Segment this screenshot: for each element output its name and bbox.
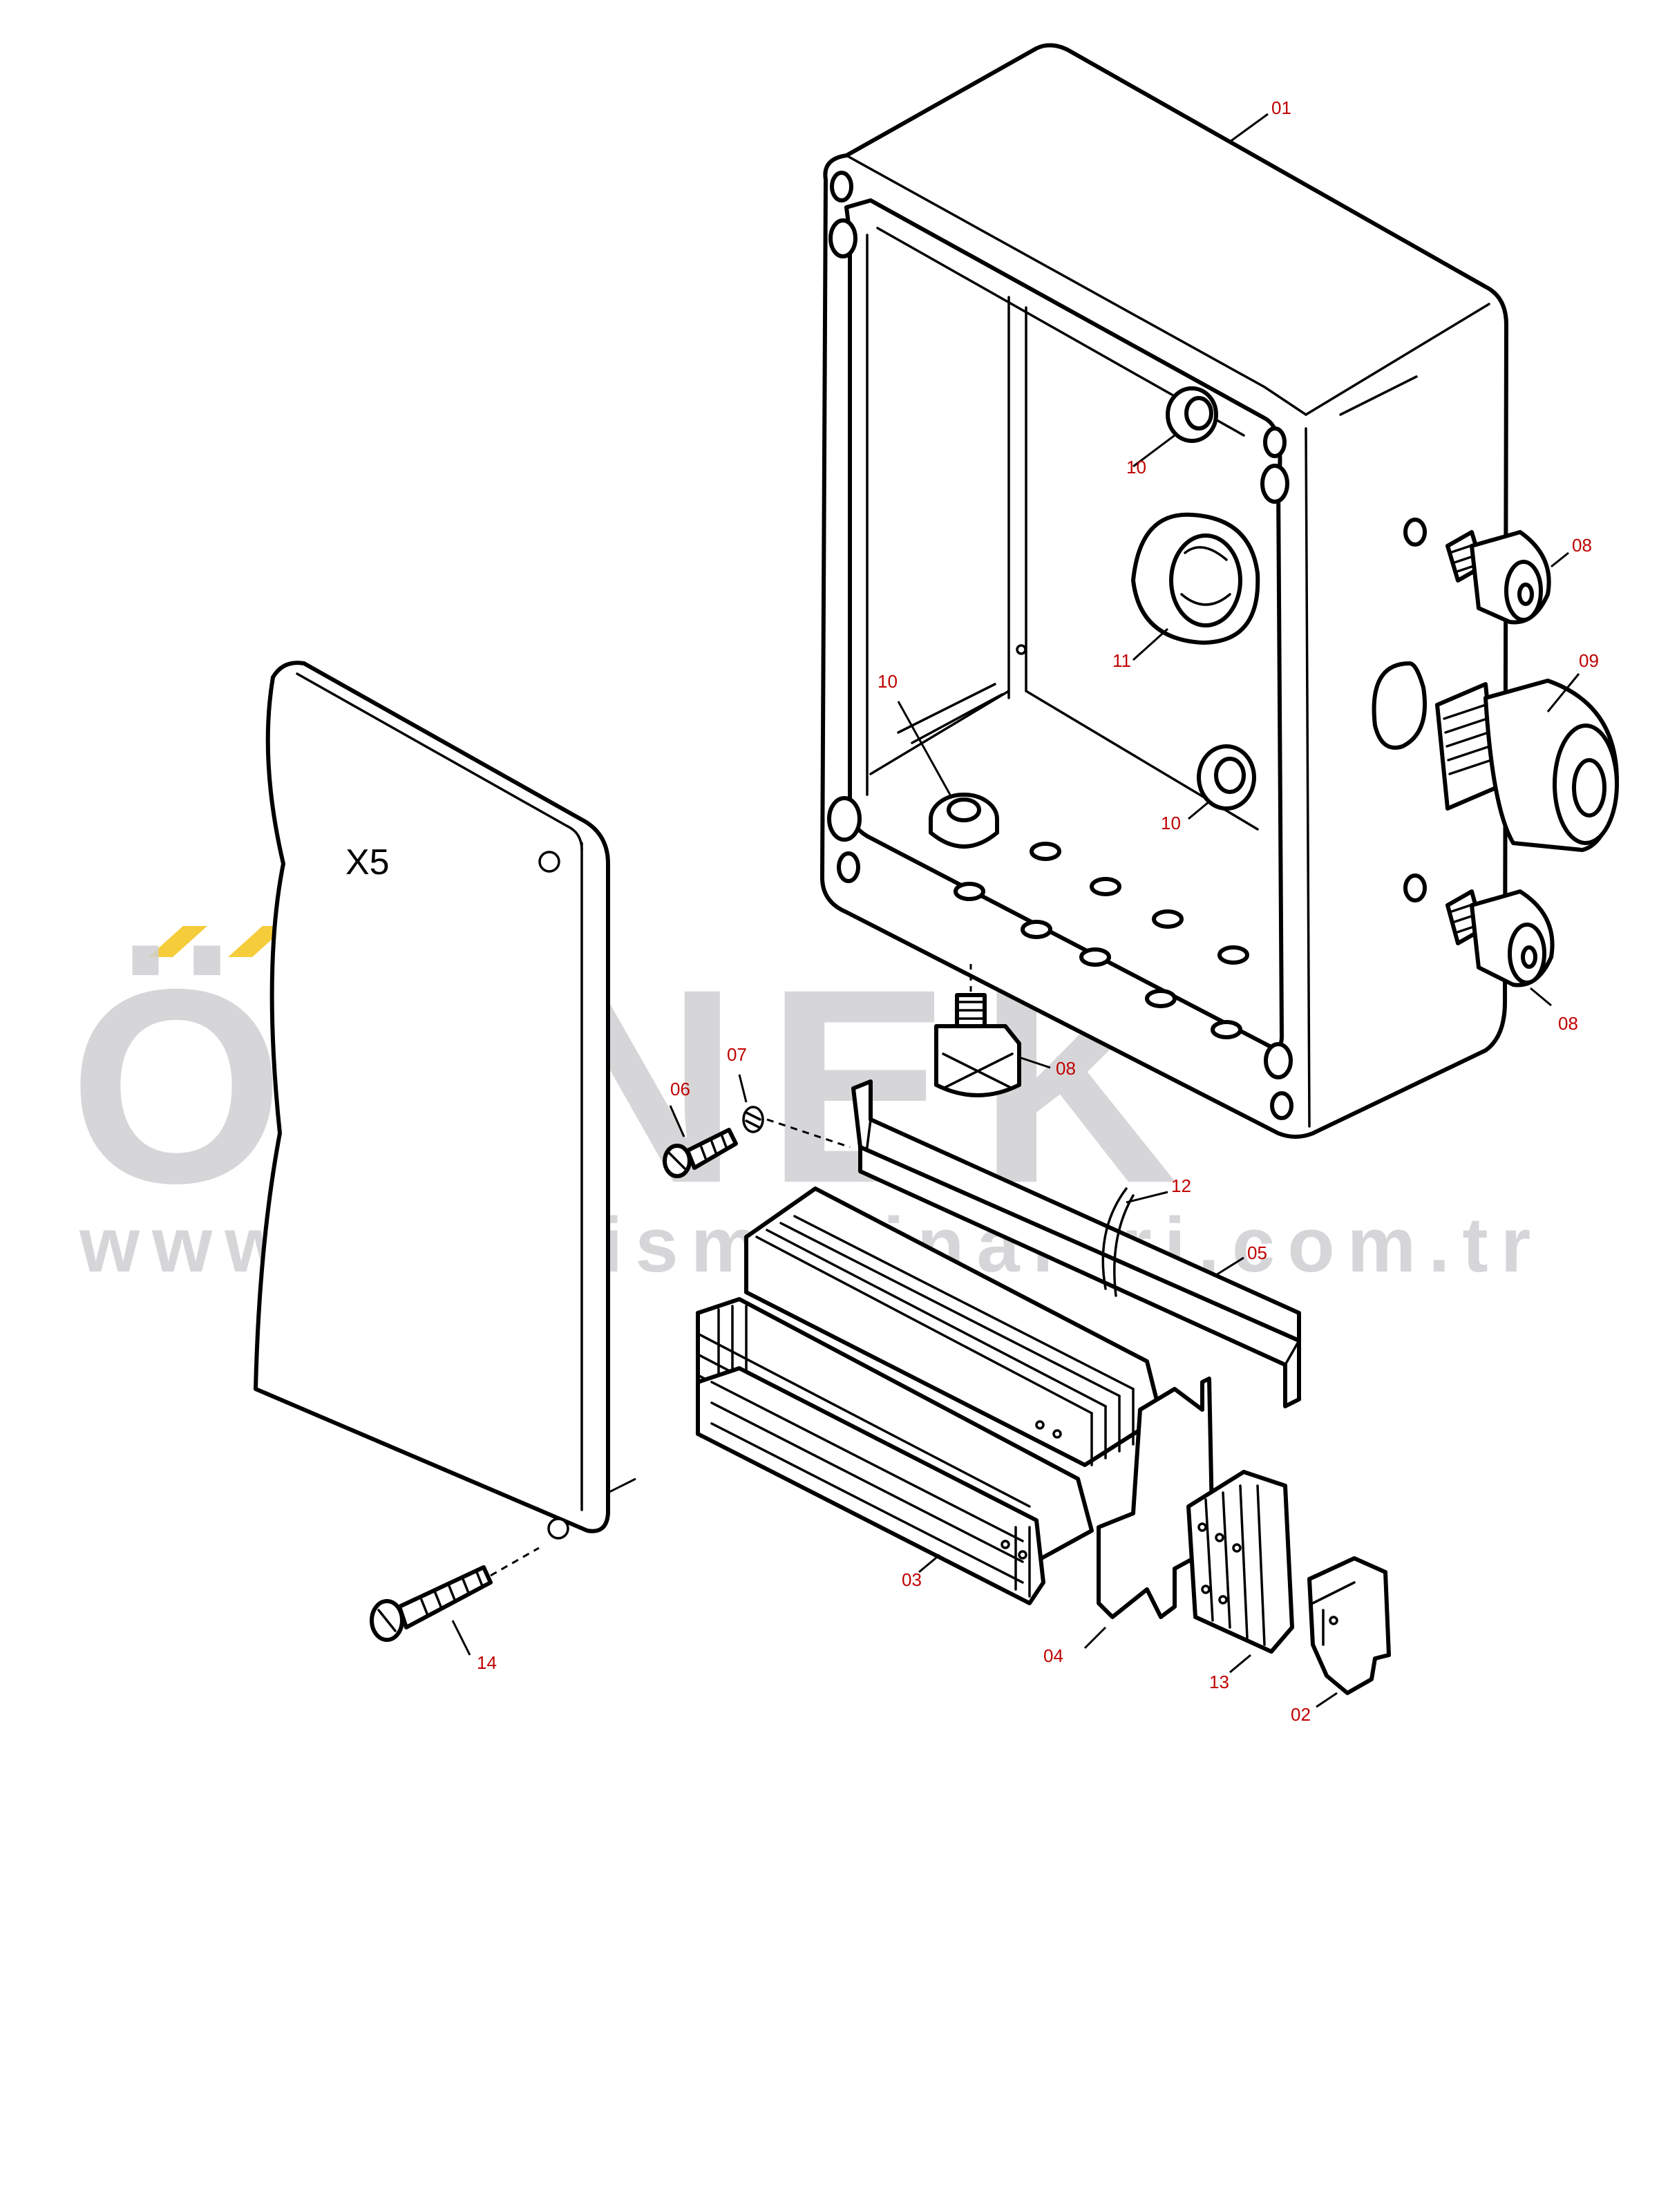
wire-12	[1101, 1187, 1168, 1297]
callout-03: 03	[902, 1569, 922, 1590]
callout-10-right: 10	[1161, 813, 1181, 833]
callout-14: 14	[477, 1652, 497, 1673]
callout-13: 13	[1209, 1672, 1229, 1692]
terminals-13	[1186, 1470, 1294, 1674]
callout-01: 01	[1271, 97, 1291, 118]
spring-07	[738, 1074, 851, 1148]
callout-08-top: 08	[1572, 535, 1592, 556]
callout-08-low: 08	[1558, 1013, 1578, 1034]
callout-02: 02	[1291, 1704, 1311, 1725]
callout-07: 07	[727, 1044, 747, 1065]
callout-10-left: 10	[878, 671, 898, 692]
panel-label: X5	[345, 842, 390, 882]
cover-panel: X5	[254, 661, 636, 1540]
callout-08-mid: 08	[1056, 1058, 1076, 1079]
nut-11	[1131, 512, 1260, 661]
callout-12: 12	[1171, 1175, 1191, 1196]
watermark-accent-left	[149, 926, 207, 957]
callout-04: 04	[1043, 1645, 1063, 1666]
callout-11: 11	[1112, 650, 1131, 671]
washer-10-top	[1132, 386, 1218, 468]
gland-08-low	[1403, 873, 1555, 1007]
end-stop-02	[1307, 1556, 1391, 1708]
terminal-blocks-03	[696, 1187, 1163, 1605]
din-rail-05	[851, 1079, 1301, 1408]
screw-14	[370, 1547, 540, 1656]
callout-05: 05	[1247, 1242, 1267, 1263]
screw-06	[663, 1105, 738, 1178]
callout-10-top: 10	[1126, 457, 1146, 478]
gland-09	[1372, 661, 1619, 852]
washer-10-right	[1188, 744, 1256, 820]
callout-06: 06	[670, 1079, 690, 1099]
gland-08-top	[1403, 518, 1569, 625]
washer-10-left	[897, 701, 999, 849]
gland-08-mid	[934, 964, 1051, 1097]
callout-09: 09	[1579, 650, 1599, 671]
callouts: 01 10 08 11 09 10 10 08 07 08 06 12 05 0…	[477, 97, 1599, 1725]
